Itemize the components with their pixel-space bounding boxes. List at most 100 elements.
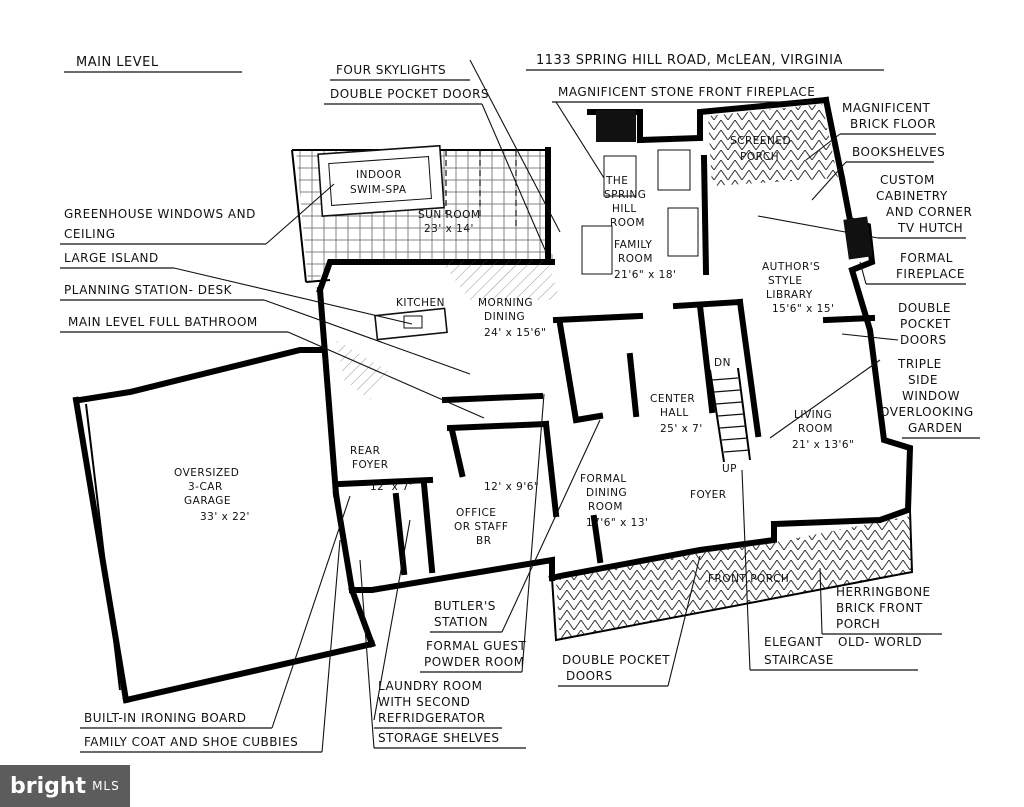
formal-fireplace bbox=[843, 216, 873, 260]
center-hall-label-1: CENTER bbox=[650, 393, 695, 405]
callout-triple-window-1: TRIPLE bbox=[897, 357, 942, 371]
callout-laundry-1: LAUNDRY ROOM bbox=[378, 679, 482, 693]
callout-triple-window-2: SIDE bbox=[908, 373, 938, 387]
leader-staircase bbox=[741, 469, 751, 671]
callout-bookshelves: BOOKSHELVES bbox=[852, 145, 945, 159]
sun-room-dim: 23' x 14' bbox=[424, 223, 474, 235]
callout-brick-floor-2: BRICK FLOOR bbox=[850, 117, 936, 131]
leader-powder bbox=[521, 393, 545, 673]
callout-powder-2: POWDER ROOM bbox=[424, 655, 525, 669]
front-porch-floor bbox=[556, 516, 912, 640]
callout-stone-fireplace: MAGNIFICENT STONE FRONT FIREPLACE bbox=[558, 85, 815, 99]
leader-pocket-doors-bottom bbox=[667, 555, 701, 687]
callout-greenhouse-2: CEILING bbox=[64, 227, 116, 241]
watermark-suffix: MLS bbox=[92, 779, 120, 793]
leader-stone-fireplace bbox=[555, 101, 605, 179]
library-label-2: STYLE bbox=[768, 275, 802, 287]
leader-cubbies bbox=[321, 539, 341, 753]
formal-dining-label-2: DINING bbox=[586, 487, 627, 499]
library-label-3: LIBRARY bbox=[766, 289, 813, 301]
callout-ironing: BUILT-IN IRONING BOARD bbox=[84, 711, 246, 725]
leader-herringbone bbox=[819, 567, 823, 635]
callout-large-island: LARGE ISLAND bbox=[64, 251, 159, 265]
living-room-label-2: ROOM bbox=[798, 423, 833, 435]
stair-dn: DN bbox=[714, 357, 731, 369]
leader-ironing bbox=[271, 495, 351, 729]
leader-butlers bbox=[501, 419, 601, 633]
callout-four-skylights: FOUR SKYLIGHTS bbox=[336, 63, 446, 77]
callout-laundry-2: WITH SECOND bbox=[378, 695, 470, 709]
garage-label-2: 3-CAR bbox=[188, 481, 223, 493]
sun-room-area bbox=[291, 144, 560, 283]
callout-powder-1: FORMAL GUEST bbox=[426, 639, 527, 653]
callout-cabinetry-4: TV HUTCH bbox=[897, 221, 963, 235]
garage-dim: 33' x 22' bbox=[200, 511, 250, 523]
morning-dining-label-1: MORNING bbox=[478, 297, 533, 309]
callout-triple-window-5: GARDEN bbox=[908, 421, 963, 435]
leader-brick-floor bbox=[805, 133, 841, 161]
leader-laundry bbox=[373, 519, 411, 721]
leader-triple-window bbox=[769, 359, 881, 439]
callout-triple-window-4: OVERLOOKING bbox=[880, 405, 974, 419]
callout-herringbone-2: BRICK FRONT bbox=[836, 601, 923, 615]
leader-formal-fireplace bbox=[859, 261, 867, 285]
callout-formal-fireplace-2: FIREPLACE bbox=[896, 267, 965, 281]
callout-planning-station: PLANNING STATION- DESK bbox=[64, 283, 233, 297]
living-room-dim: 21' x 13'6" bbox=[792, 439, 854, 451]
callout-double-pocket-doors-right-2: POCKET bbox=[900, 317, 951, 331]
screened-porch-label-1: SCREENED bbox=[730, 135, 791, 147]
callout-triple-window-3: WINDOW bbox=[902, 389, 960, 403]
leader-skylights bbox=[469, 59, 561, 233]
spring-hill-label-1: THE bbox=[605, 175, 628, 187]
kitchen-floor bbox=[336, 340, 390, 400]
office-dim: 12' x 9'6" bbox=[484, 481, 539, 493]
library-label-1: AUTHOR'S bbox=[762, 261, 820, 273]
rear-foyer-label-2: FOYER bbox=[352, 459, 389, 471]
stair-up: UP bbox=[722, 463, 737, 475]
callout-double-pocket-doors-right-1: DOUBLE bbox=[898, 301, 951, 315]
morning-dining-dim: 24' x 15'6" bbox=[484, 327, 546, 339]
office-label-3: BR bbox=[476, 535, 492, 547]
callout-old-world: OLD- WORLD bbox=[838, 635, 922, 649]
callout-butlers-2: STATION bbox=[434, 615, 488, 629]
spring-hill-label-4: ROOM bbox=[610, 217, 645, 229]
leader-planning bbox=[263, 299, 471, 375]
callout-brick-floor-1: MAGNIFICENT bbox=[842, 101, 931, 115]
living-room-label-1: LIVING bbox=[794, 409, 832, 421]
callout-full-bathroom: MAIN LEVEL FULL BATHROOM bbox=[68, 315, 258, 329]
callout-cubbies: FAMILY COAT AND SHOE CUBBIES bbox=[84, 735, 298, 749]
screened-porch-floor bbox=[708, 104, 838, 186]
address: 1133 SPRING HILL ROAD, McLEAN, VIRGINIA bbox=[536, 53, 843, 68]
center-hall-label-2: HALL bbox=[660, 407, 689, 419]
callout-butlers-1: BUTLER'S bbox=[434, 599, 496, 613]
formal-dining-dim: 17'6" x 13' bbox=[586, 517, 648, 529]
callout-formal-fireplace-1: FORMAL bbox=[900, 251, 953, 265]
callout-cabinetry-1: CUSTOM bbox=[880, 173, 935, 187]
office-label-2: OR STAFF bbox=[454, 521, 508, 533]
foyer-label: FOYER bbox=[690, 489, 727, 501]
staircase bbox=[709, 367, 751, 463]
leader-island bbox=[173, 267, 413, 325]
leader-pocket-doors-top bbox=[481, 103, 547, 253]
formal-dining-label-1: FORMAL bbox=[580, 473, 627, 485]
center-hall-dim: 25' x 7' bbox=[660, 423, 703, 435]
family-room-label-1: FAMILY bbox=[614, 239, 652, 251]
sun-room-name: SUN ROOM bbox=[418, 209, 480, 221]
callout-cabinetry-3: AND CORNER bbox=[886, 205, 972, 219]
morning-dining-floor bbox=[440, 260, 560, 300]
formal-dining-label-3: ROOM bbox=[588, 501, 623, 513]
callout-greenhouse-1: GREENHOUSE WINDOWS AND bbox=[64, 207, 256, 221]
swim-spa-label-1: INDOOR bbox=[356, 169, 402, 181]
garage-label-1: OVERSIZED bbox=[174, 467, 239, 479]
leader-cabinetry bbox=[757, 215, 879, 239]
plan-title: MAIN LEVEL bbox=[76, 55, 159, 70]
garage bbox=[72, 347, 376, 704]
screened-porch-label-2: PORCH bbox=[740, 151, 779, 163]
skylights bbox=[581, 149, 699, 275]
office-label-1: OFFICE bbox=[456, 507, 496, 519]
callout-double-pocket-doors-bottom-1: DOUBLE POCKET bbox=[562, 653, 670, 667]
callout-elegant-2: STAIRCASE bbox=[764, 653, 834, 667]
garage-label-3: GARAGE bbox=[184, 495, 231, 507]
spring-hill-label-3: HILL bbox=[612, 203, 637, 215]
